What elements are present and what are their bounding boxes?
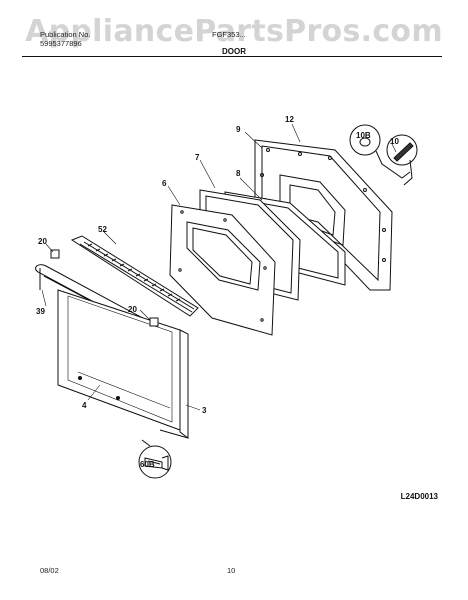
screw-60b	[138, 439, 172, 479]
header-divider	[22, 56, 442, 57]
callout-3: 3	[202, 406, 207, 415]
screw-parts	[50, 249, 159, 327]
callout-12: 12	[285, 115, 294, 124]
callout-10b: 10B	[356, 131, 371, 140]
callout-4: 4	[82, 401, 87, 410]
side-trim	[159, 329, 189, 439]
publication-label: Publication No.	[40, 30, 91, 39]
watermark-logo: AppliancePartsPros.com	[25, 14, 443, 49]
callout-39: 39	[36, 307, 45, 316]
callout-7: 7	[195, 153, 200, 162]
hinge-hardware	[349, 124, 418, 186]
callout-20-lower: 20	[128, 305, 137, 314]
callout-6: 6	[162, 179, 167, 188]
callout-60b: 60B	[140, 460, 155, 469]
footer-page-number: 10	[227, 566, 236, 575]
publication-number: 5995377896	[40, 39, 82, 48]
callout-52: 52	[98, 225, 107, 234]
callout-9: 9	[236, 125, 241, 134]
callout-10: 10	[390, 137, 399, 146]
callout-8: 8	[236, 169, 241, 178]
inner-door-liner	[169, 204, 276, 336]
model-number: FGF353...	[212, 30, 246, 39]
leader-lines	[41, 123, 397, 411]
callout-20-top: 20	[38, 237, 47, 246]
section-title: DOOR	[222, 47, 246, 56]
footer-date: 08/02	[40, 566, 59, 575]
diagram-code: L24D0013	[400, 492, 438, 501]
vent-trim	[70, 235, 199, 317]
outer-door-panel	[57, 289, 181, 431]
